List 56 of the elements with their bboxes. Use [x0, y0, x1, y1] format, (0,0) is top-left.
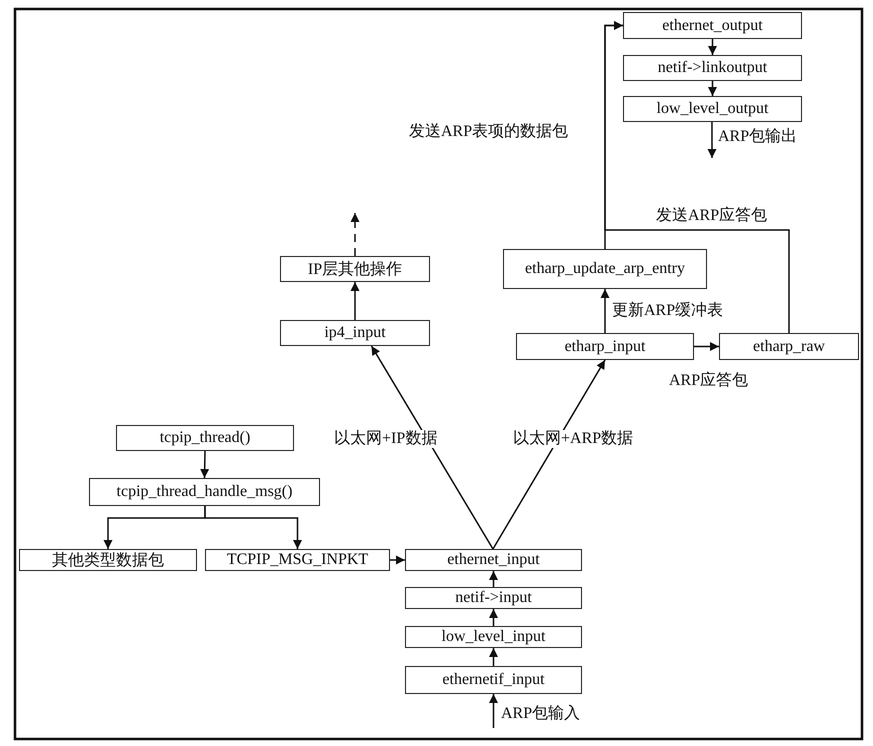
edge-label: 更新ARP缓冲表	[611, 302, 724, 320]
process-box	[623, 12, 802, 39]
arrow	[708, 39, 717, 55]
edge-label: 发送ARP应答包	[655, 207, 768, 225]
process-box	[405, 666, 582, 694]
arrow	[350, 213, 360, 256]
arrow	[708, 81, 717, 96]
arrow	[694, 342, 719, 351]
node-label: IP层其他操作	[308, 260, 402, 280]
process-box	[405, 587, 582, 609]
process-box	[405, 549, 582, 571]
process-box	[89, 478, 320, 506]
process-box	[116, 425, 294, 451]
node-label: tcpip_thread()	[160, 429, 250, 447]
process-box	[280, 256, 430, 282]
node-label: etharp_update_arp_entry	[525, 260, 685, 278]
process-box	[623, 55, 802, 81]
process-box	[503, 249, 707, 289]
node-label: etharp_input	[564, 338, 646, 356]
node-label: ethernetif_input	[442, 671, 545, 689]
process-box	[516, 333, 694, 360]
node-label: tcpip_thread_handle_msg()	[116, 483, 292, 501]
arrow	[489, 609, 498, 626]
node-label: low_level_input	[442, 628, 546, 646]
edge-label: 以太网+ARP数据	[512, 430, 634, 448]
node-label: 其他类型数据包	[52, 550, 164, 570]
process-box	[405, 626, 582, 648]
arrow	[390, 556, 405, 564]
arrow	[600, 289, 610, 333]
arrow	[489, 571, 498, 587]
arrow	[350, 282, 360, 320]
node-label: etharp_raw	[753, 338, 825, 356]
process-box	[205, 549, 390, 571]
arrow	[604, 21, 790, 333]
arrow	[708, 122, 716, 158]
arrow	[204, 506, 302, 549]
node-label: ethernet_input	[447, 551, 540, 569]
arrow	[370, 346, 494, 550]
arrow	[492, 360, 606, 550]
edge-label: 以太网+IP数据	[333, 430, 438, 448]
node-label: ethernet_output	[662, 16, 763, 34]
arrow	[489, 648, 498, 666]
edge-label: ARP包输入	[500, 705, 582, 723]
node-label: low_level_output	[656, 100, 768, 118]
process-box	[623, 96, 802, 122]
node-label: netif->linkoutput	[658, 59, 768, 77]
annotation-label: ARP应答包	[668, 372, 750, 390]
edge-label: 发送ARP表项的数据包	[408, 123, 570, 141]
process-box	[280, 320, 430, 346]
process-box	[719, 333, 859, 360]
arrow	[489, 694, 498, 728]
node-label: ip4_input	[324, 324, 386, 342]
node-label: TCPIP_MSG_INPKT	[226, 551, 368, 569]
node-label: netif->input	[455, 589, 532, 607]
process-box	[19, 549, 197, 571]
arrow	[200, 450, 210, 478]
